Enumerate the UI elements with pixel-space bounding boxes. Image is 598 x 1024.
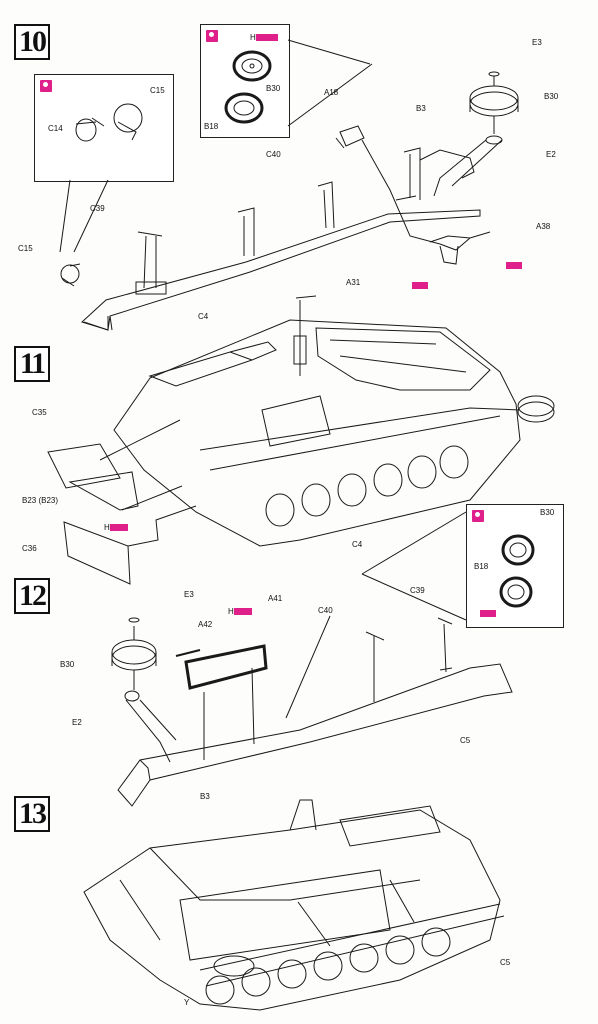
step-number-12: 12 — [14, 578, 50, 614]
part-label-b30-inset: B30 — [266, 84, 281, 93]
part-label-a18: A18 — [324, 88, 339, 97]
part-label-c35: C35 — [32, 408, 47, 417]
part-label-e3-step12: E3 — [184, 590, 194, 599]
part-label-c40-step12: C40 — [318, 606, 333, 615]
wheel-b18-inset-12 — [499, 576, 533, 608]
part-label-e2-step12: E2 — [72, 718, 82, 727]
part-label-a31: A31 — [346, 278, 361, 287]
paint-swatch-icon — [110, 524, 128, 531]
wheel-b30-inset-12 — [501, 534, 535, 566]
part-label-c36: C36 — [22, 544, 37, 553]
part-label-a38: A38 — [536, 222, 551, 231]
part-label-c40: C40 — [266, 150, 281, 159]
inset-box-c14-c15 — [34, 74, 174, 182]
part-label-e2: E2 — [546, 150, 556, 159]
part-label-b3: B3 — [416, 104, 426, 113]
paint-code-letter: H — [228, 607, 234, 616]
part-label-e3: E3 — [532, 38, 542, 47]
part-label-a42: A42 — [198, 620, 213, 629]
glue-hint-icon — [206, 30, 218, 42]
part-label-c15: C15 — [18, 244, 33, 253]
part-label-b18-inset-12: B18 — [474, 562, 489, 571]
step-number-13: 13 — [14, 796, 50, 832]
paint-swatch-icon — [234, 608, 252, 615]
wheel-b18-inset — [224, 92, 264, 124]
paint-code-letter: H — [104, 523, 110, 532]
paint-swatch-icon — [412, 282, 428, 289]
part-label-y: Y — [184, 998, 190, 1007]
part-label-c39-step12: C39 — [410, 586, 425, 595]
road-wheels-step11 — [265, 445, 469, 527]
wheel-b30-inset — [232, 50, 272, 82]
paint-swatch-icon — [480, 610, 496, 617]
glue-hint-icon — [40, 80, 52, 92]
part-label-c5-step13: C5 — [500, 958, 511, 967]
part-label-c15-inset: C15 — [150, 86, 165, 95]
part-label-b30-inset-12: B30 — [540, 508, 555, 517]
part-label-b30: B30 — [544, 92, 559, 101]
part-label-c14: C14 — [48, 124, 63, 133]
inset-box-wheels-step10 — [200, 24, 290, 138]
step-number-11: 11 — [14, 346, 50, 382]
paint-swatch-icon — [256, 34, 278, 41]
part-label-b18-inset: B18 — [204, 122, 219, 131]
road-wheels-step13 — [205, 927, 451, 1005]
part-label-c39: C39 — [90, 204, 105, 213]
part-label-b23: B23 (B23) — [22, 496, 59, 505]
part-label-b3-step12: B3 — [200, 792, 210, 801]
part-label-c4-step11: C4 — [352, 540, 363, 549]
part-label-c5-step12: C5 — [460, 736, 471, 745]
paint-swatch-icon — [506, 262, 522, 269]
part-label-c4: C4 — [198, 312, 209, 321]
part-label-a41: A41 — [268, 594, 283, 603]
glue-hint-icon — [472, 510, 484, 522]
step-number-10: 10 — [14, 24, 50, 60]
part-label-b30-step12: B30 — [60, 660, 75, 669]
paint-code-letter: H — [250, 33, 256, 42]
